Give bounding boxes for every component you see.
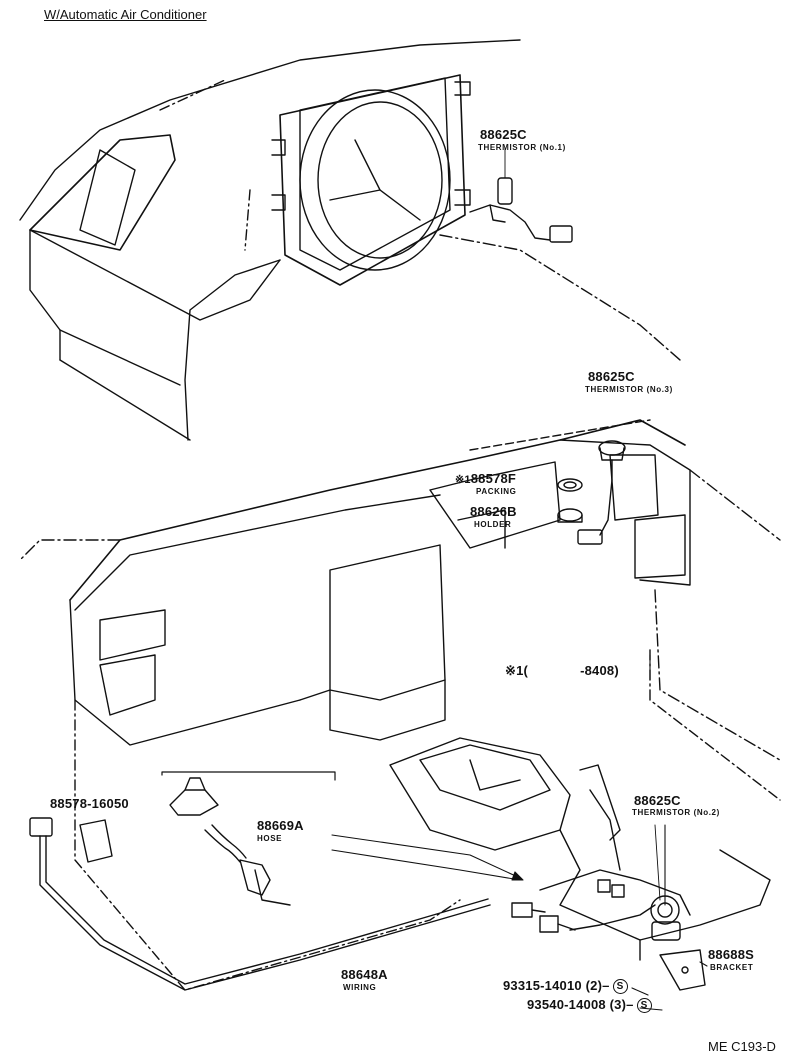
filter-part — [79, 819, 113, 863]
thermistor-no3-part — [557, 440, 626, 545]
note-range: ※1(-8408) — [505, 663, 619, 678]
part-number-hose: 88669A — [257, 818, 304, 833]
part-number-thermistor-no3: 88625C — [588, 369, 635, 384]
part-name-hose: HOSE — [257, 834, 283, 843]
part-number-thermistor-no2: 88625C — [634, 793, 681, 808]
bracket-part — [659, 949, 706, 991]
screw1-marker-icon: S — [612, 979, 628, 995]
packing-note-mark: ※1 — [455, 474, 471, 486]
radiator-fan-shroud — [271, 74, 471, 286]
diagram-code: ME C193-D — [708, 1039, 776, 1054]
thermistor-no1-part — [469, 147, 573, 243]
instrument-panel — [19, 419, 781, 991]
screw2-marker-icon: S — [636, 998, 652, 1014]
page-title: W/Automatic Air Conditioner — [44, 7, 207, 22]
wiring-part — [29, 817, 576, 991]
part-number-holder: 88626B — [470, 504, 517, 519]
part-number-packing: ※188578F — [455, 471, 517, 486]
part-number-screw2: 93540-14008 (3)–S — [527, 998, 652, 1014]
car-body-outline — [19, 39, 681, 441]
part-number-screw1: 93315-14010 (2)–S — [503, 979, 628, 995]
part-name-thermistor-no2: THERMISTOR (No.2) — [632, 808, 720, 817]
part-number-filter: 88578-16050 — [50, 796, 129, 811]
part-number-thermistor-no1: 88625C — [480, 127, 527, 142]
part-name-packing: PACKING — [476, 487, 517, 496]
part-name-wiring: WIRING — [343, 983, 377, 992]
center-console — [389, 737, 771, 961]
part-number-bracket: 88688S — [708, 947, 755, 962]
part-name-holder: HOLDER — [474, 520, 512, 529]
part-name-thermistor-no1: THERMISTOR (No.1) — [478, 143, 566, 152]
hose-part — [161, 771, 336, 906]
part-name-thermistor-no3: THERMISTOR (No.3) — [585, 385, 673, 394]
leader-lines — [331, 654, 708, 1011]
part-name-bracket: BRACKET — [710, 963, 754, 972]
part-number-wiring: 88648A — [341, 967, 388, 982]
